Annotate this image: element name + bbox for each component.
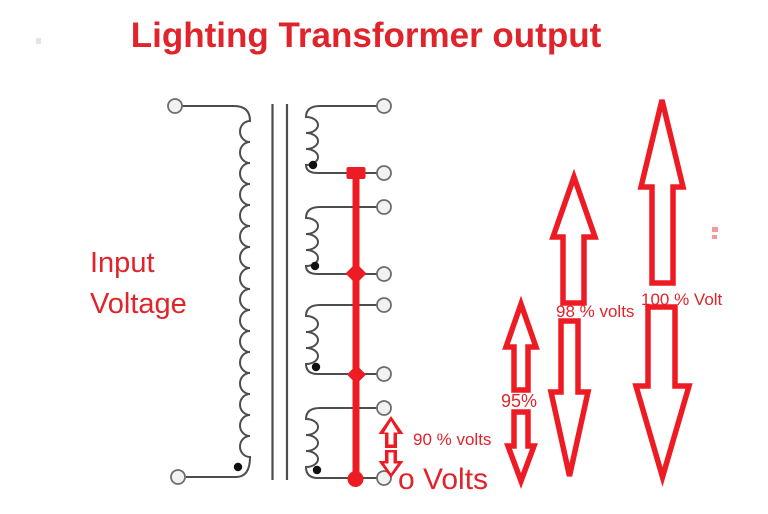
secondary-winding-1: [304, 98, 392, 181]
secondary-winding-2: [304, 199, 392, 282]
polarity-dot-secondary-3: [311, 362, 321, 372]
arrow-90-percent: [378, 416, 404, 478]
secondary-coil-3: [304, 304, 377, 375]
arrow-100-up: [637, 99, 687, 286]
input-voltage-line2: Voltage: [90, 288, 187, 320]
secondary-winding-3: [304, 297, 392, 382]
page-title: Lighting Transformer output: [130, 16, 602, 55]
secondary-terminal-3-top: [376, 297, 392, 313]
primary-winding: [167, 98, 252, 485]
primary-terminal-bottom: [170, 469, 186, 485]
bus-node-square: [346, 167, 366, 179]
stray-mark-right-1: [712, 227, 718, 232]
input-voltage-label: Input Voltage: [90, 243, 187, 325]
transformer-core: [271, 104, 289, 480]
polarity-dot-secondary-1: [308, 160, 318, 170]
secondary-terminal-4-top: [376, 400, 392, 416]
secondary-terminal-1-top: [376, 98, 392, 114]
tap-95-percent-label: 95%: [501, 391, 538, 411]
secondary-coil-4: [304, 407, 377, 479]
arrow-95-down: [504, 409, 538, 489]
arrow-90-down-inner: [384, 452, 398, 474]
secondary-terminal-2-top: [376, 199, 392, 215]
input-voltage-line1: Input: [90, 247, 155, 279]
arrow-98-percent: [547, 168, 599, 477]
secondary-coil-1: [304, 105, 377, 174]
common-bus: [345, 167, 367, 487]
secondary-terminal-2-bottom: [376, 266, 392, 282]
arrow-98-down: [547, 318, 592, 477]
bus-node-end-dot: [347, 471, 364, 487]
arrow-95-up: [502, 295, 540, 393]
tap-90-percent-label: 90 % volts: [413, 430, 492, 449]
arrow-95-percent: [502, 295, 540, 489]
arrow-98-up: [549, 168, 599, 306]
primary-coil: [182, 105, 252, 478]
stray-mark-right-2: [712, 235, 717, 239]
arrow-100-percent: [632, 99, 693, 487]
arrow-100-down: [632, 304, 693, 487]
arrow-90-up-inner: [384, 421, 398, 445]
secondary-terminal-1-bottom: [376, 165, 392, 181]
secondary-coil-2: [304, 206, 377, 275]
bus-node-diamond-1: [345, 263, 367, 284]
polarity-dot-secondary-2: [310, 261, 320, 271]
tap-98-percent-label: 98 % volts: [556, 302, 635, 321]
polarity-dot-secondary-4: [312, 465, 322, 475]
secondary-terminal-3-bottom: [376, 366, 392, 382]
zero-volts-label: o Volts: [398, 463, 489, 496]
secondary-winding-4: [304, 400, 392, 486]
primary-terminal-top: [167, 98, 183, 114]
stray-mark-top-left: [36, 38, 41, 44]
polarity-dot-primary: [233, 462, 243, 472]
bus-node-diamond-2: [347, 365, 366, 384]
